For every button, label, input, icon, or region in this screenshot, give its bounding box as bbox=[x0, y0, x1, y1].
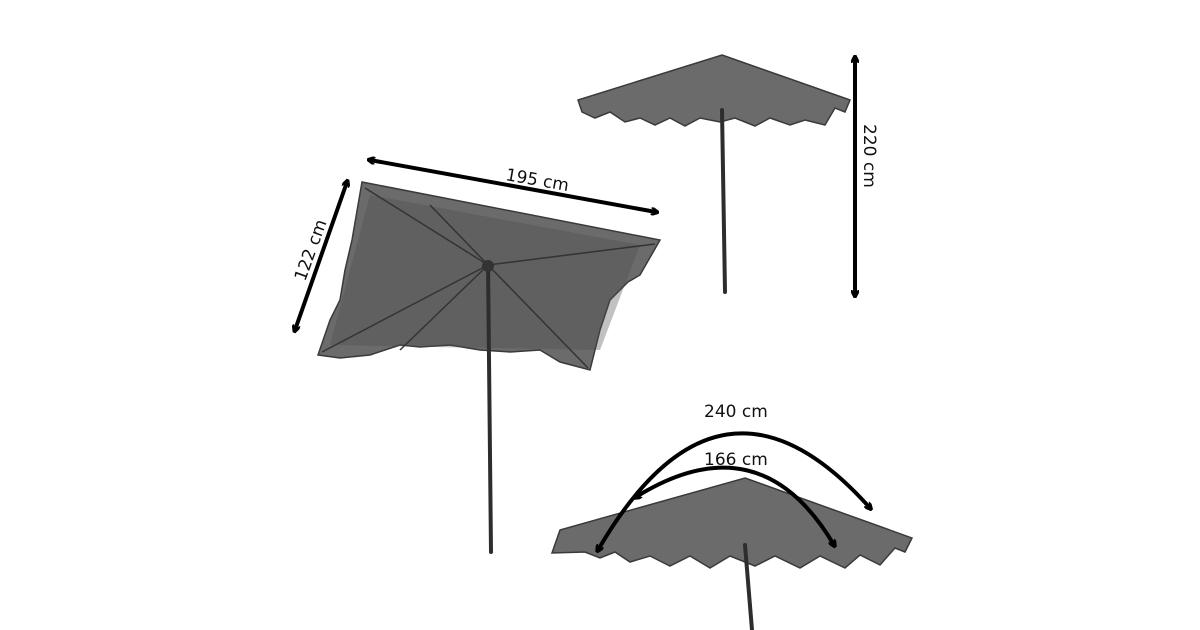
inner-span-arc bbox=[636, 465, 834, 545]
height-label: 220 cm bbox=[859, 124, 879, 188]
umbrella-underside-view bbox=[316, 181, 662, 554]
depth-label: 122 cm bbox=[291, 217, 332, 284]
outer-span-label: 240 cm bbox=[704, 402, 768, 422]
depth-arrow bbox=[295, 182, 347, 330]
umbrella-span-view bbox=[550, 477, 914, 630]
umbrella-side-view bbox=[577, 54, 851, 294]
inner-span-label: 166 cm bbox=[704, 450, 768, 470]
width-arrow bbox=[370, 160, 656, 212]
